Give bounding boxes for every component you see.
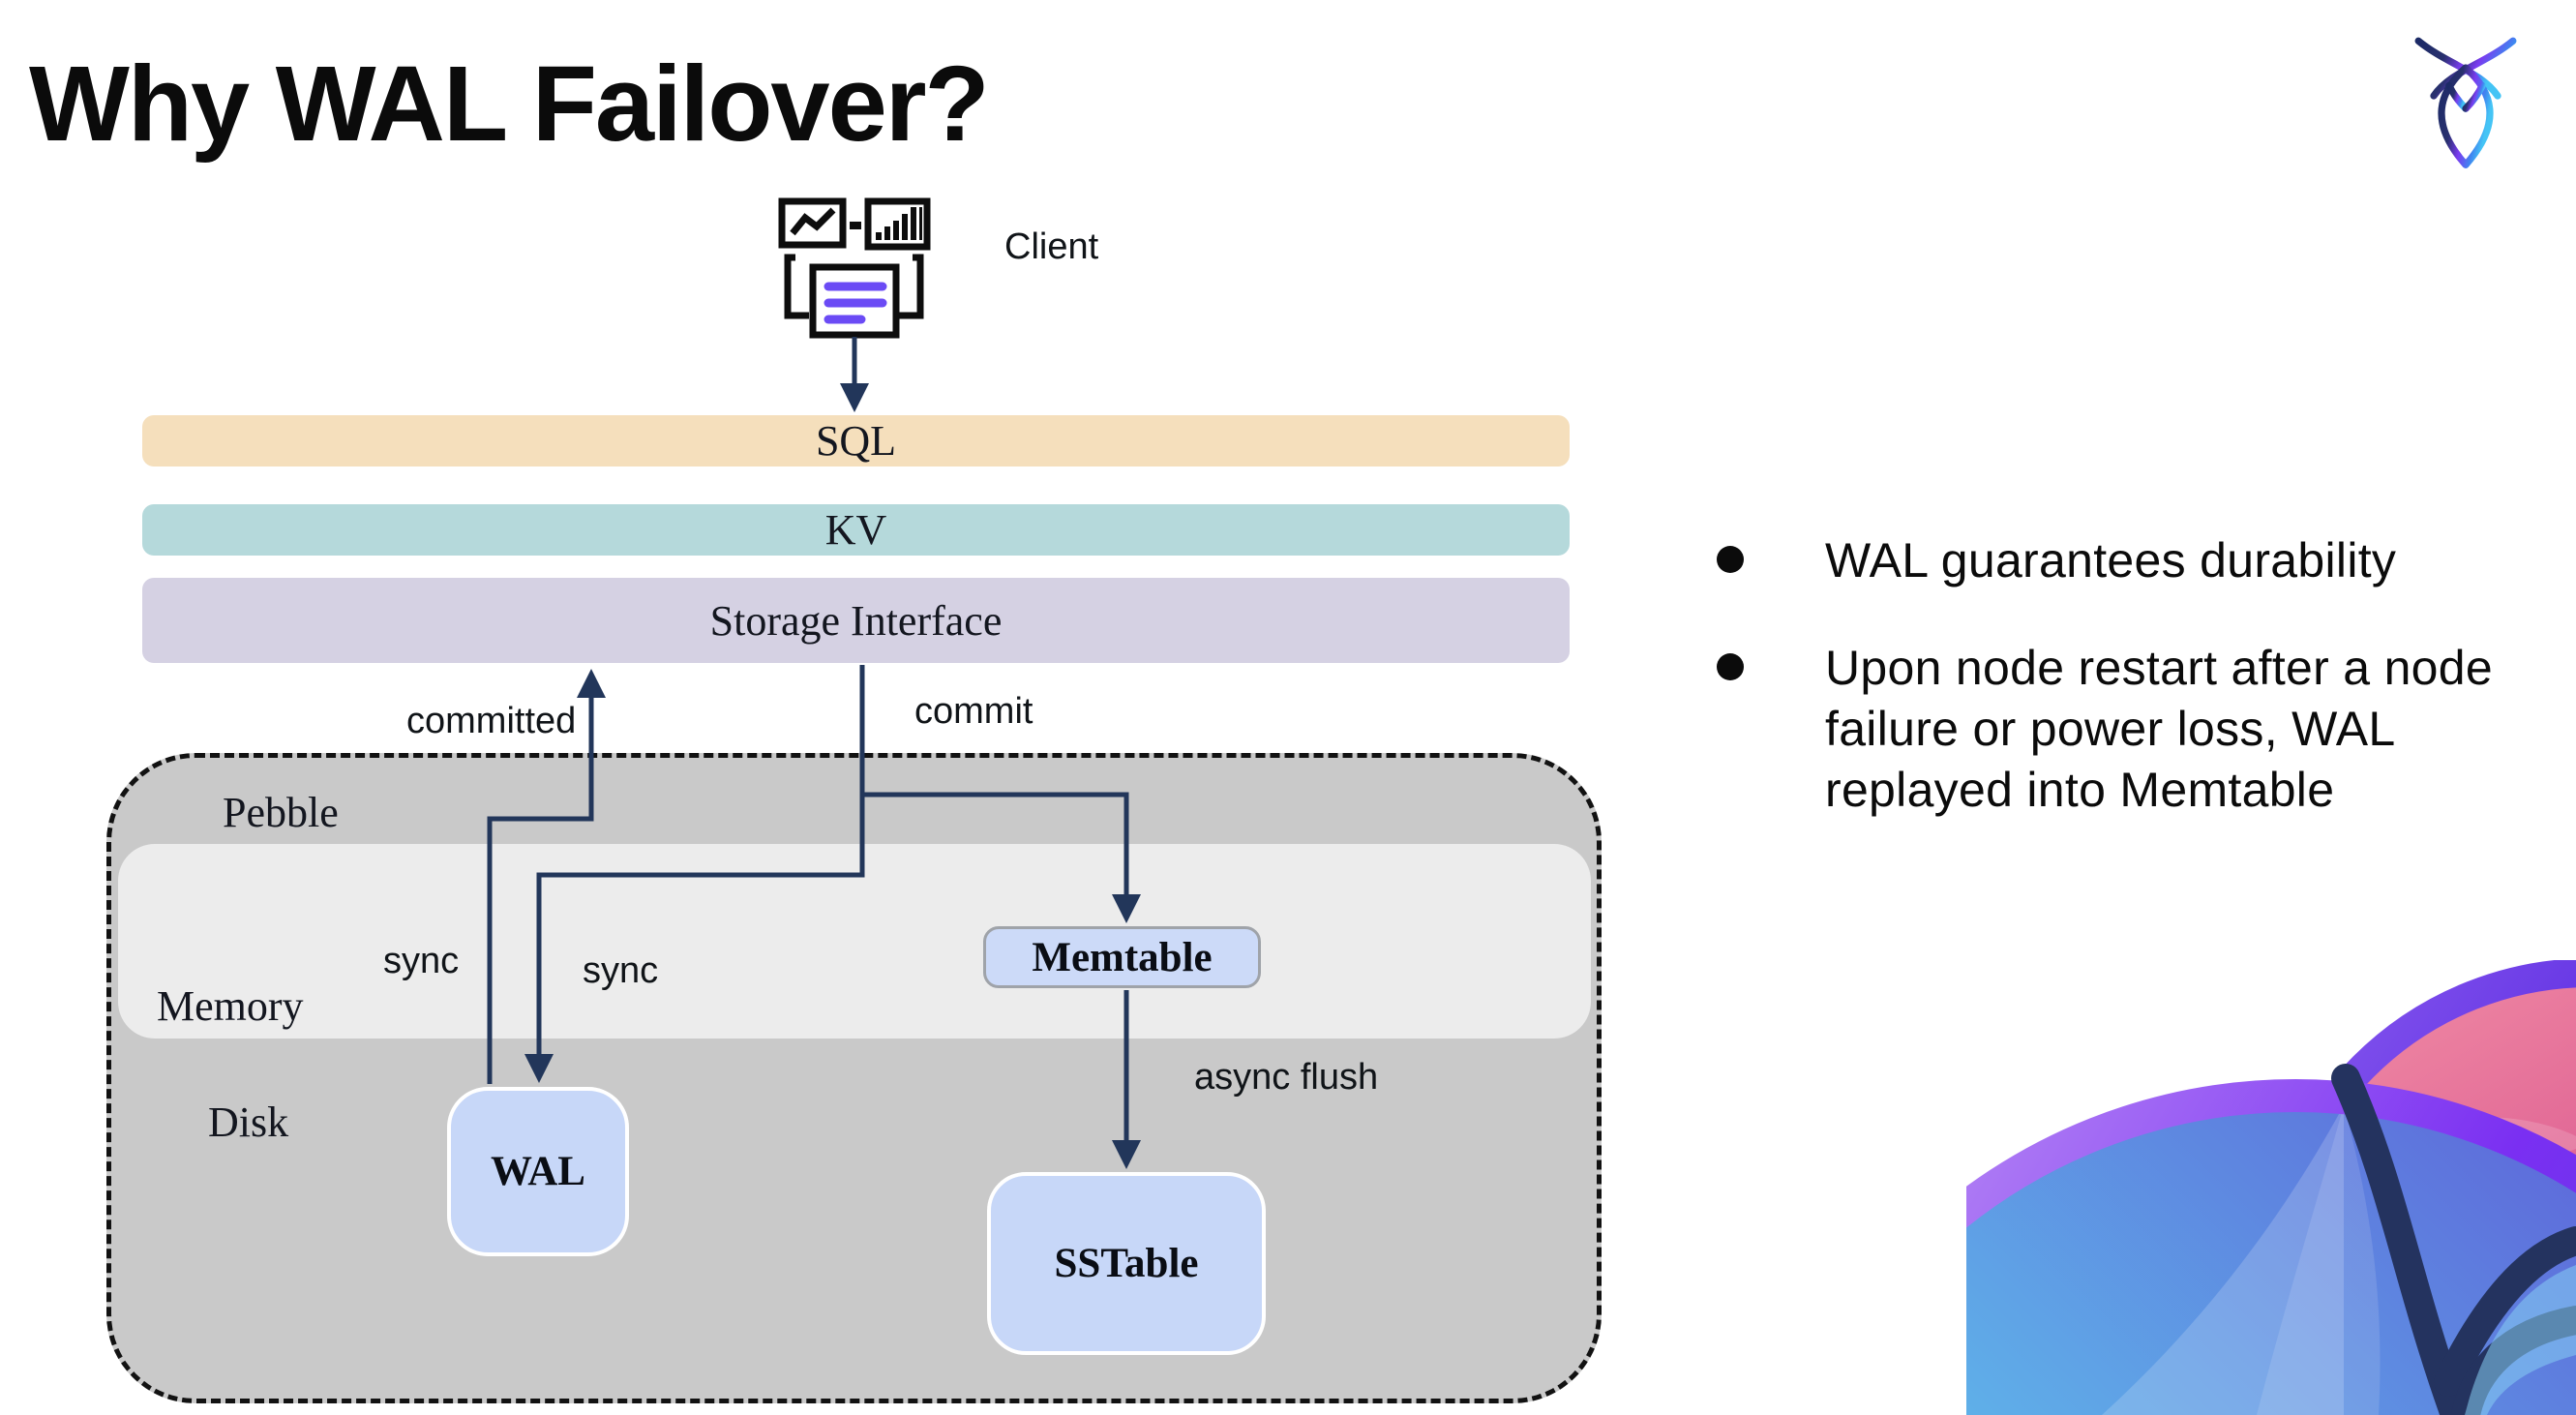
sync-right-edge-label: sync [583, 950, 659, 991]
sstable-node: SSTable [987, 1172, 1266, 1355]
bullet-dot-icon [1717, 653, 1744, 680]
sql-layer-bar: SQL [142, 415, 1570, 467]
kv-layer-bar: KV [142, 504, 1570, 556]
cockroachdb-logo-icon [2402, 29, 2530, 170]
memory-label: Memory [157, 982, 304, 1030]
document-lines-icon [824, 282, 887, 324]
bullet-list: WAL guarantees durability Upon node rest… [1701, 530, 2553, 821]
sql-layer-label: SQL [815, 417, 897, 465]
client-label: Client [1004, 226, 1099, 267]
page-title: Why WAL Failover? [29, 45, 990, 164]
cockroachdb-brand-art [1966, 960, 2576, 1415]
kv-layer-label: KV [824, 506, 887, 554]
memtable-node: Memtable [983, 926, 1261, 988]
storage-interface-label: Storage Interface [709, 596, 1003, 645]
list-item: WAL guarantees durability [1701, 530, 2553, 591]
storage-interface-bar: Storage Interface [142, 578, 1570, 663]
client-workload-icon [774, 194, 934, 339]
sstable-node-label: SSTable [1054, 1241, 1199, 1286]
wal-node-label: WAL [491, 1149, 585, 1194]
bullet-text: WAL guarantees durability [1825, 533, 2397, 587]
list-item: Upon node restart after a node failure o… [1701, 638, 2553, 821]
memtable-node-label: Memtable [1032, 934, 1213, 980]
sync-left-edge-label: sync [383, 941, 460, 981]
bullet-dot-icon [1717, 546, 1744, 573]
bullet-text: Upon node restart after a node failure o… [1825, 641, 2494, 817]
memory-band [118, 844, 1591, 1039]
committed-edge-label: committed [406, 701, 577, 741]
disk-label: Disk [208, 1099, 289, 1146]
pebble-label: Pebble [223, 789, 339, 836]
async-flush-edge-label: async flush [1194, 1057, 1379, 1098]
wal-node: WAL [447, 1087, 629, 1256]
commit-edge-label: commit [914, 691, 1033, 732]
